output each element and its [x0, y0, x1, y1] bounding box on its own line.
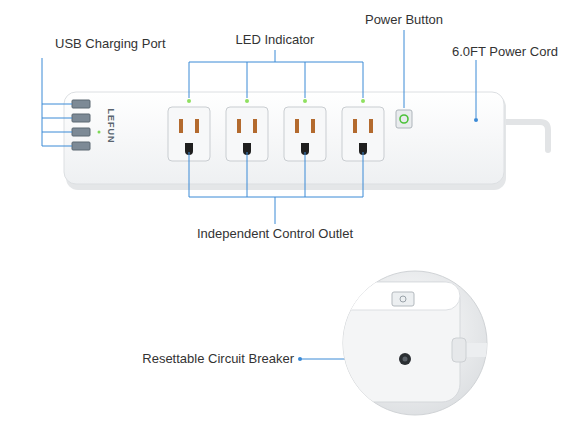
led-dots — [187, 99, 365, 103]
leader-dot — [298, 357, 302, 361]
callout-label: Resettable Circuit Breaker — [142, 351, 294, 367]
zoom-detail — [300, 282, 490, 402]
usb-led — [98, 131, 101, 134]
strip-body — [64, 92, 504, 184]
power-button — [396, 110, 412, 128]
callout-label: LED Indicator — [236, 32, 315, 48]
power-button-icon — [400, 115, 408, 123]
callout-label: Power Button — [365, 12, 443, 28]
circuit-breaker-core — [403, 357, 408, 362]
brand-text: LEFUN — [105, 109, 115, 144]
callout-label: 6.0FT Power Cord — [452, 44, 558, 60]
outlets — [168, 107, 384, 161]
leader-dot — [474, 118, 478, 122]
callout-label: Independent Control Outlet — [197, 226, 353, 242]
leader-lines — [42, 30, 476, 359]
callout-label: USB Charging Port — [55, 36, 166, 52]
circuit-breaker — [399, 353, 411, 365]
usb-ports — [72, 100, 90, 150]
